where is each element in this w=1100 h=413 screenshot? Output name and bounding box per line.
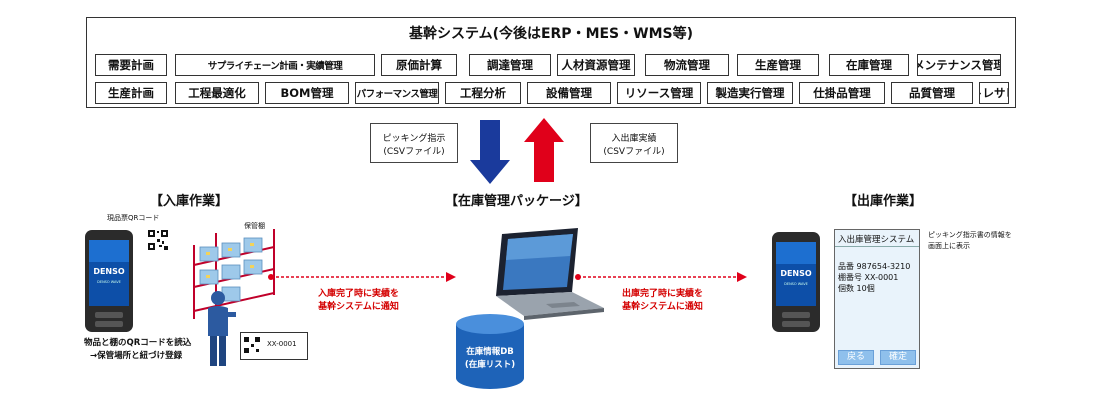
screen-body: 品番 987654-3210 棚番号 XX-0001 個数 10個 <box>835 247 919 294</box>
down-arrow-icon <box>470 120 510 184</box>
shipping-section-label: 【出庫作業】 <box>844 194 923 209</box>
receiving-desc-line2: →保管場所と紐づけ登録 <box>90 351 183 361</box>
r1-module-3: 調達管理 <box>469 54 551 76</box>
r1-module-5: 物流管理 <box>645 54 729 76</box>
r2-module-10: トレサビ <box>979 82 1009 104</box>
package-section-label: 【在庫管理パッケージ】 <box>445 194 588 209</box>
screen-quantity: 個数 10個 <box>838 284 875 293</box>
database-label: 在庫情報DB (在庫リスト) <box>454 346 526 372</box>
screen-title: 入出庫管理システム <box>835 230 919 247</box>
screen-item-no: 品番 987654-3210 <box>838 262 911 271</box>
receiving-section-label: 【入庫作業】 <box>150 194 229 209</box>
shipping-notify-line1: 出庫完了時に実績を <box>622 289 704 299</box>
shipping-desc-line1: ピッキング指示書の情報を <box>928 231 1012 239</box>
shipping-csv-note: 入出庫実績 (CSVファイル) <box>590 123 678 163</box>
up-arrow-icon <box>524 118 564 182</box>
receiving-notify-line2: 基幹システムに通知 <box>318 302 399 312</box>
core-system-box: 基幹システム(今後はERP・MES・WMS等) 需要計画サプライチェーン計画・実… <box>86 17 1016 108</box>
receiving-notify-line1: 入庫完了時に実績を <box>318 289 400 299</box>
r2-module-9: 品質管理 <box>891 82 973 104</box>
device-brand-right: DENSO <box>780 269 812 278</box>
device-sub-right: DENSO WAVE <box>784 282 808 286</box>
shelf-label: 保管棚 <box>244 222 265 230</box>
r1-module-7: 在庫管理 <box>829 54 909 76</box>
r2-module-8: 仕掛品管理 <box>799 82 885 104</box>
handheld-terminal-left: DENSO DENSO WAVE <box>85 230 133 332</box>
shipping-notify-line2: 基幹システムに通知 <box>622 302 703 312</box>
r1-module-6: 生産管理 <box>737 54 819 76</box>
qr-code-icon <box>147 229 169 251</box>
database-line2: (在庫リスト) <box>464 360 516 370</box>
receiving-desc-line1: 物品と棚のQRコードを読込 <box>84 338 192 348</box>
laptop-icon <box>496 228 604 320</box>
r1-module-1: サプライチェーン計画・実績管理 <box>175 54 375 76</box>
core-system-title: 基幹システム(今後はERP・MES・WMS等) <box>408 26 694 42</box>
r2-module-4: 工程分析 <box>445 82 521 104</box>
storage-shelf-illustration <box>193 229 275 319</box>
screen-shelf-no: 棚番号 XX-0001 <box>838 273 899 282</box>
tag-text: XX-0001 <box>267 340 297 348</box>
r2-module-1: 工程最適化 <box>175 82 259 104</box>
r1-module-2: 原価計算 <box>381 54 457 76</box>
shipping-note-line1: 入出庫実績 <box>611 134 657 144</box>
qr-label: 現品票QRコード <box>107 214 160 222</box>
r1-module-4: 人材資源管理 <box>557 54 635 76</box>
picking-note-line2: (CSVファイル) <box>383 147 445 157</box>
shipping-notify-text: 出庫完了時に実績を 基幹システムに通知 <box>622 288 703 314</box>
shipping-desc-line2: 画面上に表示 <box>928 242 970 250</box>
r2-module-0: 生産計画 <box>95 82 167 104</box>
r2-module-2: BOM管理 <box>265 82 349 104</box>
back-button[interactable]: 戻る <box>838 350 874 365</box>
data-exchange-arrows <box>470 118 564 184</box>
r2-module-5: 設備管理 <box>527 82 611 104</box>
receiving-notify-arrow <box>268 272 456 282</box>
r2-module-7: 製造実行管理 <box>707 82 793 104</box>
handheld-terminal-right: DENSO DENSO WAVE <box>772 232 820 332</box>
database-cylinder-icon <box>456 314 524 389</box>
picking-note-line1: ピッキング指示 <box>382 134 446 144</box>
tag-qr-icon <box>244 337 260 353</box>
device-sub-left: DENSO WAVE <box>97 280 121 284</box>
receiving-notify-text: 入庫完了時に実績を 基幹システムに通知 <box>318 288 399 314</box>
shipping-screen-mock: 入出庫管理システム 品番 987654-3210 棚番号 XX-0001 個数 … <box>834 229 920 369</box>
database-line1: 在庫情報DB <box>466 347 514 357</box>
picking-csv-note: ピッキング指示 (CSVファイル) <box>370 123 458 163</box>
worker-icon <box>208 291 236 366</box>
confirm-button[interactable]: 確定 <box>880 350 916 365</box>
shipping-notify-arrow <box>575 272 747 282</box>
r2-module-6: リソース管理 <box>617 82 701 104</box>
shelf-tag-card: XX-0001 <box>240 332 308 360</box>
r2-module-3: パフォーマンス管理 <box>355 82 439 104</box>
shipping-desc: ピッキング指示書の情報を 画面上に表示 <box>928 230 1012 252</box>
device-brand-left: DENSO <box>93 267 125 276</box>
r1-module-8: メンテナンス管理 <box>917 54 1001 76</box>
shipping-note-line2: (CSVファイル) <box>603 147 665 157</box>
r1-module-0: 需要計画 <box>95 54 167 76</box>
